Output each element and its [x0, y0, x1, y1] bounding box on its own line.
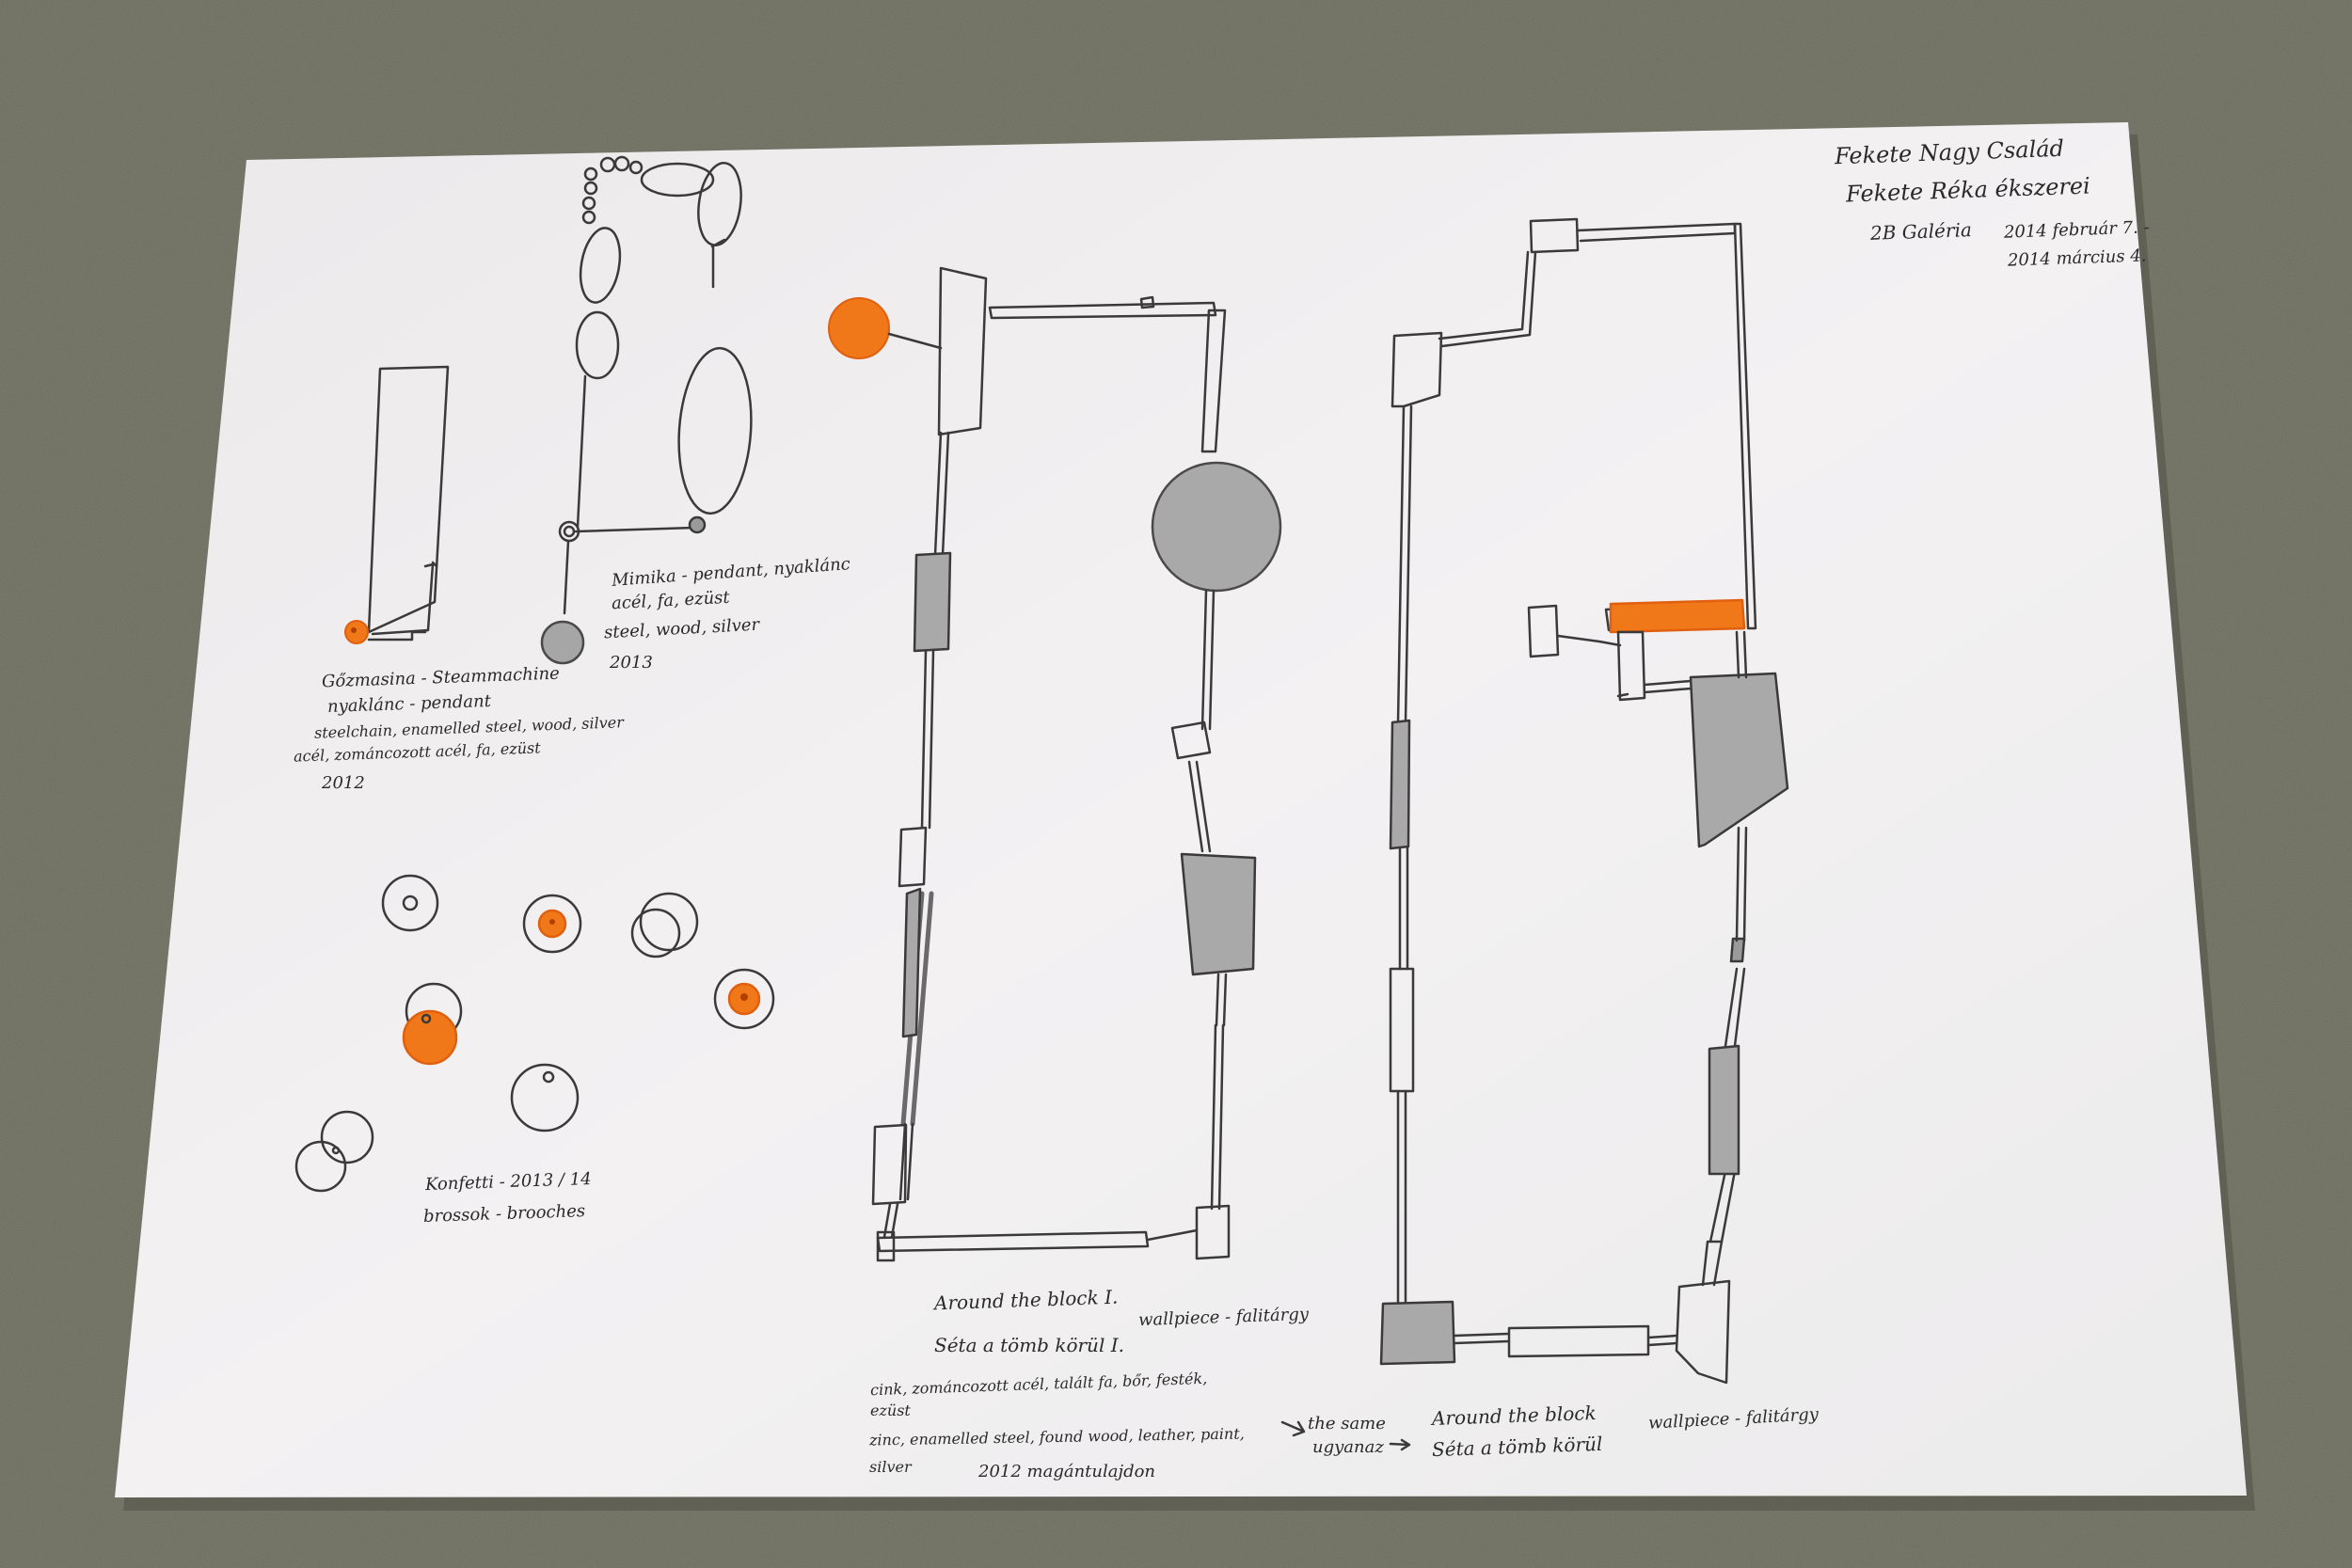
around-the-block-1-drawing [828, 266, 1282, 1262]
block1-title-hu: Séta a tömb körül I. [934, 1334, 1124, 1356]
steam-year: 2012 [322, 773, 365, 793]
block1-materials-hu-2: ezüst [870, 1402, 911, 1419]
block1-year-owner: 2012 magántulajdon [978, 1462, 1156, 1481]
block2-title-hu: Séta a tömb körül [1431, 1432, 1603, 1462]
mimika-drawing [540, 155, 753, 665]
block1-materials-en-2: silver [869, 1458, 912, 1476]
konfetti-drawing [294, 874, 775, 1193]
block2-title-en: Around the block [1431, 1401, 1597, 1431]
block2-same-hu: ugyanaz [1312, 1437, 1384, 1457]
the-same-arrow-icon [1280, 1420, 1411, 1451]
block1-title-en: Around the block I. [933, 1285, 1119, 1315]
steam-machine-drawing [344, 365, 450, 644]
header-venue: 2B Galéria [1869, 218, 1973, 245]
block2-same-en: the same [1308, 1414, 1386, 1433]
paper-sheet [115, 122, 2247, 1497]
header-date-to: 2014 március 4. [2007, 245, 2147, 271]
mimika-year: 2013 [610, 653, 653, 673]
around-the-block-2-drawing [1379, 217, 1789, 1385]
